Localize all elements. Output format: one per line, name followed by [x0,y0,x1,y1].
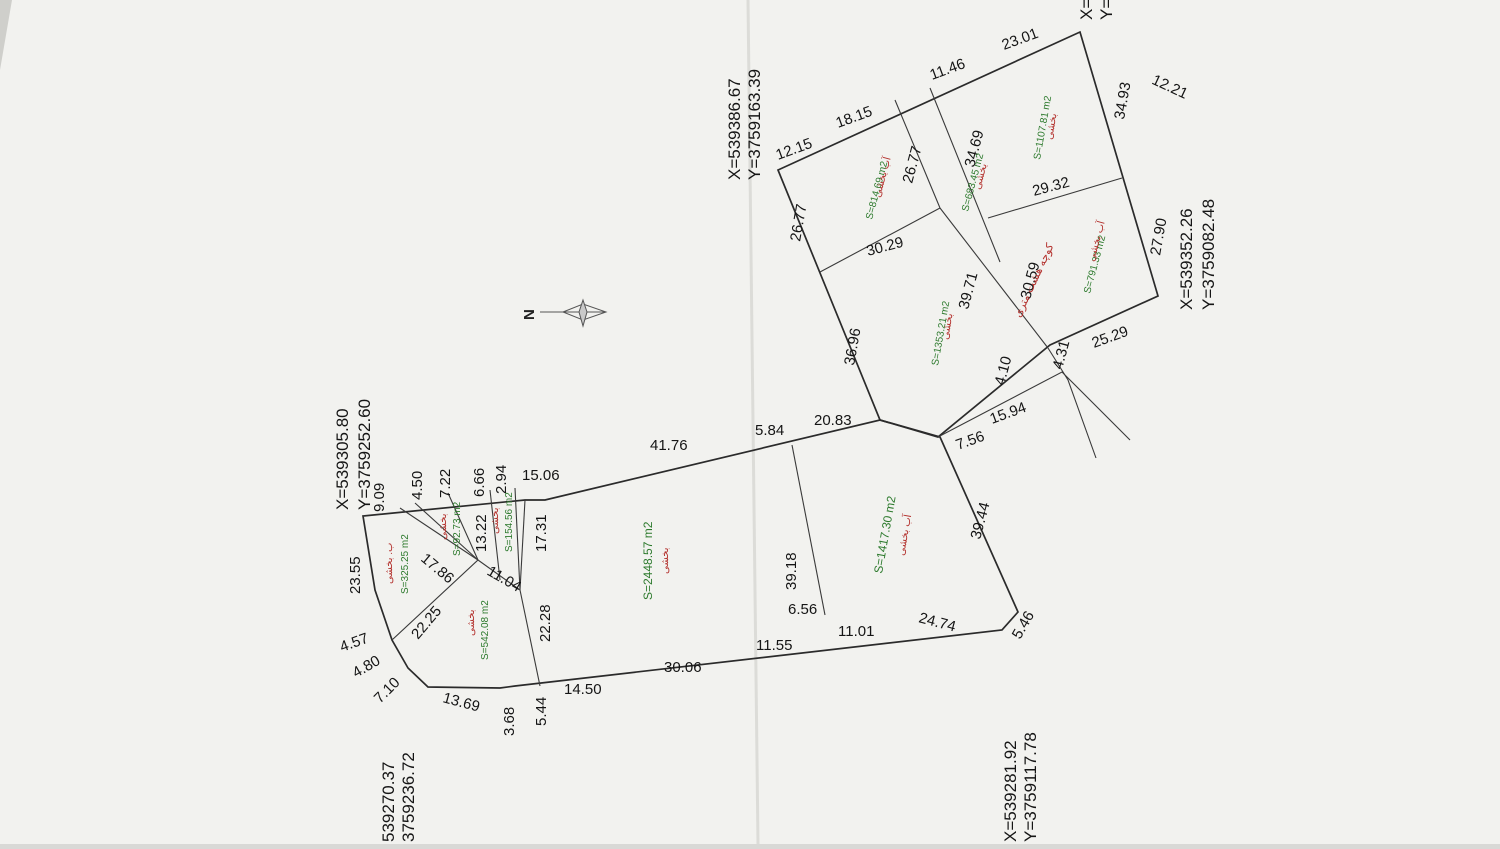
parcel-usage: بخشی [466,610,477,637]
road-edge [1047,347,1097,459]
coord-y-5: 3759236.72 [399,752,418,842]
dim-label: 23.55 [347,556,364,594]
division-line [987,177,1123,219]
dim-label: 34.93 [1111,81,1134,121]
dim-label: 36.96 [841,327,864,367]
coord-x-1: X=539305.80 [333,408,352,510]
dim-label: 6.66 [471,468,488,497]
parcel-area: S=92.73 m2 [452,501,463,556]
dim-label: 20.83 [814,412,852,429]
parcel-area: S=154.56 m2 [504,492,515,552]
coord-x-5: 539270.37 [379,762,398,842]
division-line [791,444,826,616]
dim-label: 17.31 [533,514,550,552]
dim-label: 15.06 [522,467,560,484]
dim-label: 6.56 [788,601,817,618]
dim-label: 7.22 [437,469,454,498]
division-line [414,502,479,561]
parcel-area: S=2448.57 m2 [641,521,655,600]
parcel-usage: بخشی [1044,113,1059,141]
dim-label: 4.31 [1049,338,1073,371]
dim-label: 41.76 [650,437,688,454]
coord-y-1: Y=3759252.60 [355,399,374,510]
dim-label: 5.84 [755,422,784,439]
dim-label: 14.50 [564,681,602,698]
division-line [939,207,1049,349]
dim-label: 9.09 [371,483,388,512]
division-line [519,589,541,687]
coord-x-6: X= [1077,0,1096,20]
division-line [399,507,479,561]
road-edge [937,371,1131,441]
dim-label: 2.94 [493,465,510,494]
coord-y-3: Y=3759082.48 [1199,199,1218,310]
dim-label: 4.50 [409,471,426,500]
dim-label: 5.44 [533,697,550,726]
parcel-usage: بخشی [660,548,671,575]
dim-label: 39.18 [783,552,800,590]
division-line [519,499,526,591]
dim-label: 11.55 [756,637,792,654]
coord-y-6: Y= [1097,0,1116,20]
parcel-area: S=325.25 m2 [400,534,411,594]
dim-label: 22.28 [537,604,554,642]
division-line [929,87,1001,263]
north-arrow-icon: N [521,298,608,328]
dim-label: 3.68 [501,707,518,736]
paper-fold [746,0,760,845]
division-line [514,487,521,591]
division-line [447,492,479,561]
parcel-usage: بخشی [438,514,449,541]
coord-x-4: X=539281.92 [1001,740,1020,842]
division-line [819,207,941,273]
parcel-usage: ب. بخشی [384,543,395,584]
division-line [489,489,501,581]
coord-y-4: Y=3759117.78 [1021,732,1040,842]
dim-label: 27.90 [1147,217,1170,257]
dim-label: 26.77 [787,203,810,243]
north-label: N [521,309,538,320]
parcel-usage: بخشی [940,313,955,341]
parcel-boundary-main [362,419,1019,689]
dim-label: 11.01 [838,623,874,640]
coord-x-2: X=539386.67 [725,78,744,180]
parcel-area: S=542.08 m2 [480,600,491,660]
coord-y-2: Y=3759163.39 [745,69,764,180]
parcel-usage: بخشی [490,508,501,535]
dim-label: 4.10 [991,354,1015,387]
dim-label: 13.22 [473,514,490,552]
coord-x-3: X=539352.26 [1177,208,1196,310]
division-line [894,99,941,209]
dim-label: 30.06 [664,659,702,676]
